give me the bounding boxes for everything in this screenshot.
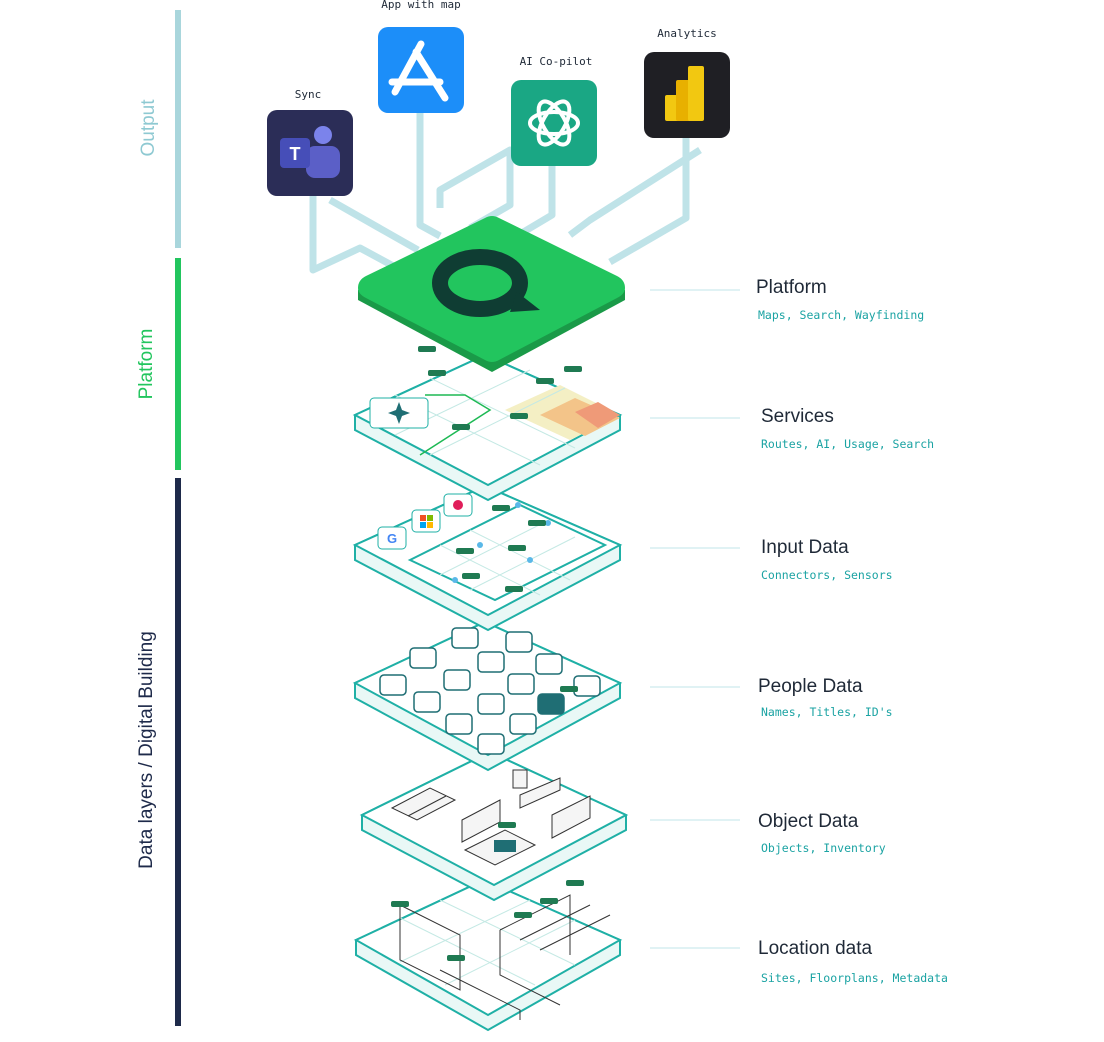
analytics-label: Analytics <box>657 27 717 40</box>
layer-subtitle: Connectors, Sensors <box>761 568 893 582</box>
app-store-icon <box>388 40 449 102</box>
app-app-with-map[interactable]: App with map <box>378 0 464 113</box>
layer-subtitle: Routes, AI, Usage, Search <box>761 437 934 451</box>
output-bar <box>175 10 181 248</box>
platform-bar <box>175 258 181 470</box>
layer-title: Location data <box>758 938 873 959</box>
layer-label-people: People Data Names, Titles, ID's <box>758 676 893 719</box>
connector-logos: G <box>377 493 473 550</box>
app-analytics[interactable]: Analytics <box>644 27 730 138</box>
layer-label-location: Location data Sites, Floorplans, Metadat… <box>758 938 948 985</box>
output-side-label: Output <box>138 99 159 157</box>
plate-location <box>353 878 623 1032</box>
plate-input: G <box>352 484 623 632</box>
app-sync[interactable]: Sync T <box>267 88 353 196</box>
teams-icon: T <box>280 126 340 178</box>
plate-object <box>359 750 629 902</box>
svg-text:T: T <box>290 144 301 164</box>
layer-title: Object Data <box>758 811 859 832</box>
layer-subtitle: Objects, Inventory <box>761 841 886 855</box>
layer-subtitle: Sites, Floorplans, Metadata <box>761 971 948 985</box>
layer-label-services: Services Routes, AI, Usage, Search <box>761 406 934 451</box>
layer-title: People Data <box>758 676 863 697</box>
svg-text:G: G <box>387 531 397 546</box>
layer-label-platform: Platform Maps, Search, Wayfinding <box>756 277 924 322</box>
layer-subtitle: Maps, Search, Wayfinding <box>758 308 924 322</box>
leader-lines <box>650 289 740 949</box>
app-with-map-label: App with map <box>381 0 460 11</box>
plate-people <box>352 620 623 772</box>
app-connectors <box>309 112 702 279</box>
data-layers-side-label: Data layers / Digital Building <box>136 631 157 869</box>
layer-title: Services <box>761 406 834 427</box>
app-ai-copilot[interactable]: AI Co-pilot <box>511 55 597 166</box>
side-bars: Output Platform Data layers / Digital Bu… <box>136 10 181 1026</box>
layer-label-object: Object Data Objects, Inventory <box>758 811 886 855</box>
openai-icon <box>528 99 580 147</box>
ai-copilot-label: AI Co-pilot <box>520 55 593 68</box>
power-bi-icon <box>665 66 704 121</box>
platform-side-label: Platform <box>136 329 157 400</box>
layer-title: Input Data <box>761 537 849 558</box>
layer-title: Platform <box>756 277 827 298</box>
sync-label: Sync <box>295 88 322 101</box>
layer-label-input: Input Data Connectors, Sensors <box>761 537 893 582</box>
layer-subtitle: Names, Titles, ID's <box>761 705 893 719</box>
plate-services <box>352 346 623 502</box>
person-icons <box>379 627 601 755</box>
plate-platform[interactable] <box>358 216 625 372</box>
platform-logo-icon <box>432 249 540 317</box>
data-layers-bar <box>175 478 181 1026</box>
